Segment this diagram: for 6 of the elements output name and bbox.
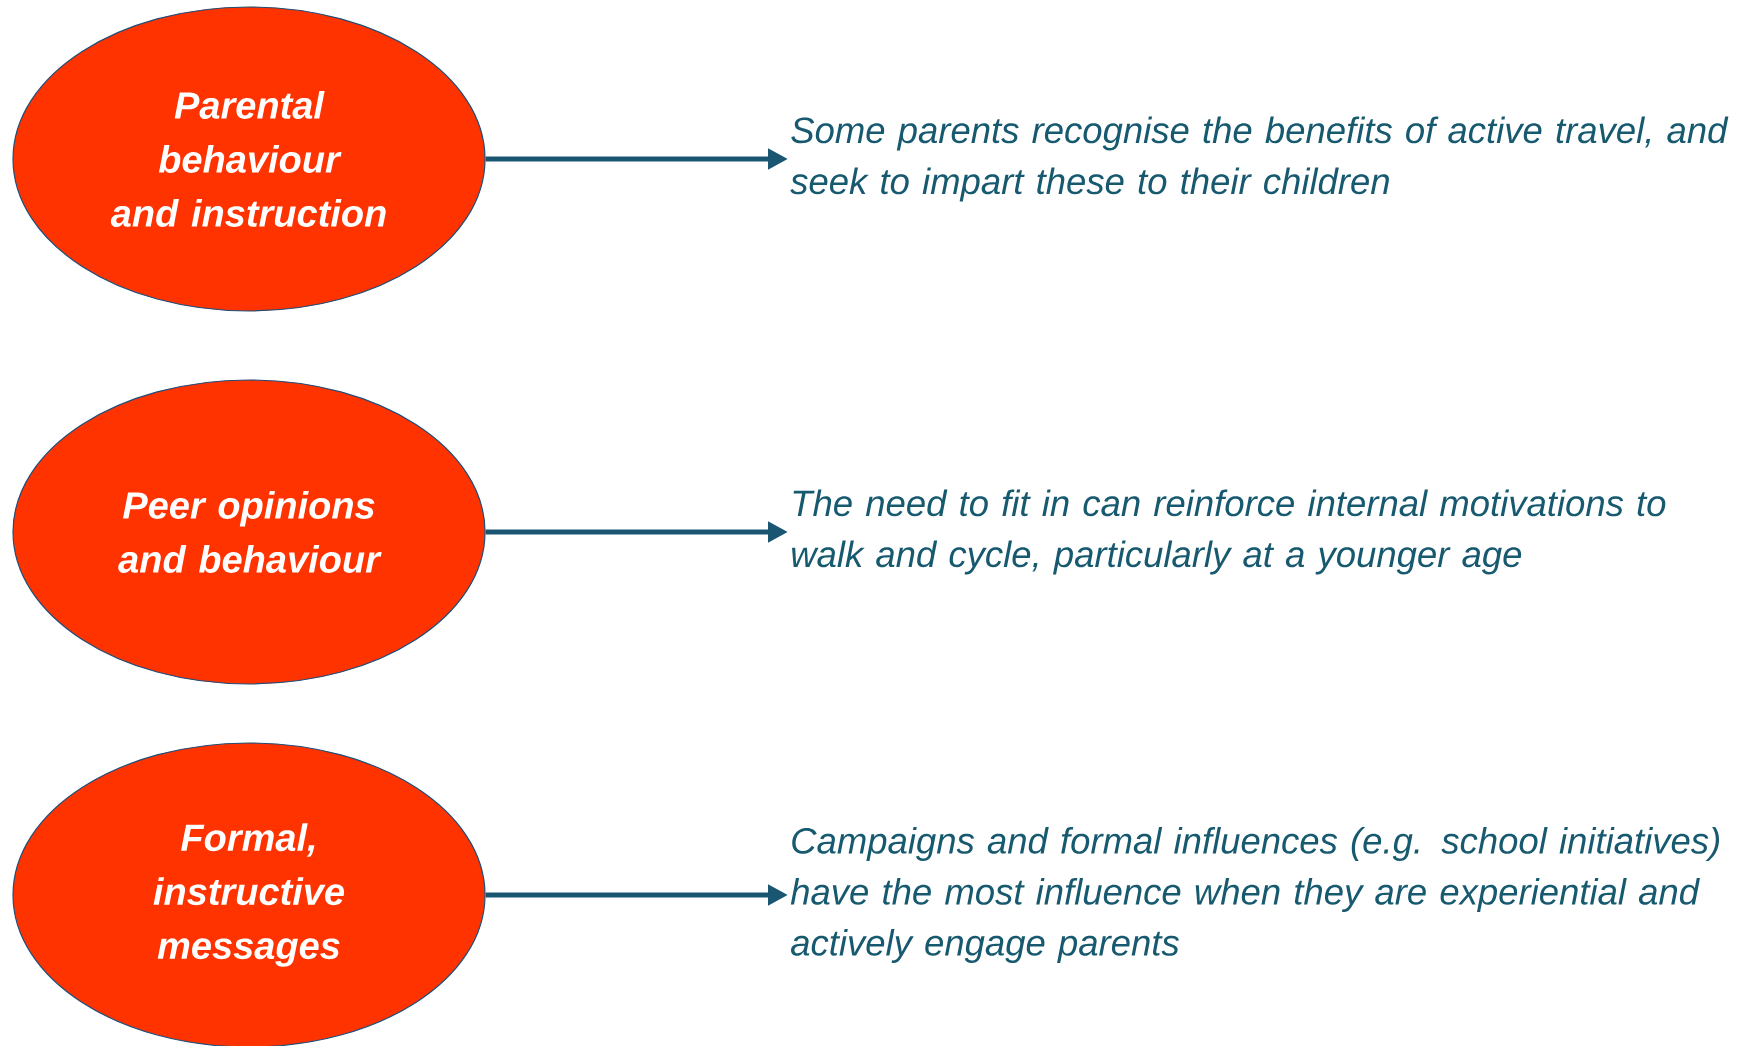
description-text: The need to fit in can reinforce internal motivations to walk and cycle, particularly at a younger age (792, 489, 1666, 575)
ellipse-node: Parental behaviour and instruction (12, 6, 486, 312)
description-text: Campaigns and formal influences (e.g. school initiatives) have the most influence when they are experiential and actively engage parents (790, 827, 1719, 963)
ellipse-node: Peer opinions and behaviour (12, 379, 486, 685)
ellipse-node: Formal, instructive messages (12, 742, 486, 1046)
description-text: Some parents recognise the benefits of active travel, and seek to impart these to their children (790, 116, 1729, 202)
